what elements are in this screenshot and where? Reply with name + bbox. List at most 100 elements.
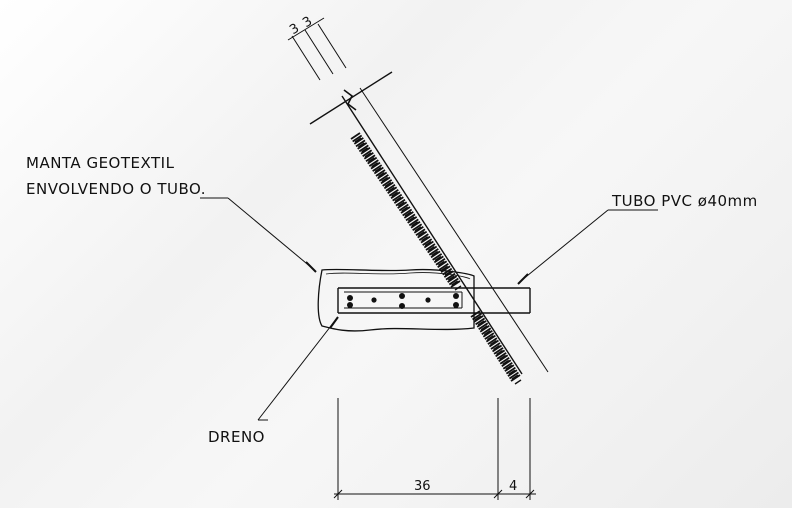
hole [399,303,405,309]
hatch-stroke [415,228,426,236]
hatch-stroke [482,329,493,338]
hatch-stroke [479,325,490,333]
hatch-stroke [398,203,409,212]
bottom-dim-main: 36 [414,479,431,494]
hatch-stroke [393,196,404,204]
soil-hatch-lower [470,310,522,385]
hatch-stroke [493,344,500,351]
hatch-stroke [410,221,421,229]
hatch-stroke [413,225,424,234]
hole [347,295,353,301]
dreno-leader [257,316,339,421]
hatch-stroke [424,241,432,247]
hatch-stroke [508,371,519,380]
hatch-stroke [388,188,399,197]
hatch-stroke [434,255,442,261]
hatch-stroke [378,174,389,182]
dreno-label: DRENO [208,428,265,446]
hatch-stroke [367,156,378,165]
hatch-stroke [485,334,496,343]
hatch-stroke [499,357,510,365]
hatch-stroke [381,176,389,183]
hatch-stroke [360,147,371,155]
hatch-stroke [414,226,422,232]
hatch-stroke [358,144,369,153]
tubo-leader [517,209,658,285]
hatch-stroke [357,142,365,148]
hatch-stroke [364,152,372,158]
hatch-stroke [397,201,408,209]
hatch-stroke [382,179,393,187]
hatch-stroke [428,248,439,256]
hatch-stroke [423,240,434,249]
hatch-stroke [483,330,491,336]
hatch-stroke [438,262,449,271]
hatch-stroke [507,369,518,377]
hatch-stroke [499,354,507,360]
hatch-stroke [370,161,381,170]
hole [399,293,405,299]
hatch-stroke [433,255,444,264]
hole [453,293,459,299]
hatch-stroke [368,159,379,167]
manta-label-line1: MANTA GEOTEXTIL [26,154,175,172]
hatch-stroke [418,233,429,241]
hatch-stroke [422,238,433,246]
hatch-stroke [421,236,429,242]
hatch-stroke [367,157,375,163]
hatch-stroke [394,196,402,202]
hatch-stroke [447,275,458,283]
hatch-stroke [402,208,413,217]
hatch-stroke [493,347,504,355]
hatch-stroke [373,166,384,175]
hatch-stroke [440,265,451,273]
hatch-stroke [505,364,513,370]
hatch-stroke [377,171,388,180]
hatch-stroke [490,342,501,350]
hatch-stroke [374,167,382,173]
top-dimension: 3 3 [287,14,347,81]
hatch-stroke [387,186,398,195]
break-mark [343,89,357,111]
tubo-label: TUBO PVC ø40mm [611,192,758,210]
hatch-stroke [395,198,406,207]
hatch-stroke [474,315,482,321]
hatch-stroke [407,216,415,222]
hatch-stroke [437,260,445,266]
hatch-stroke [427,245,435,252]
hatch-stroke [362,149,373,158]
hatch-stroke [470,310,481,318]
top-dim-a: 3 [287,21,302,38]
hatch-stroke [352,134,363,143]
hatch-stroke [383,181,394,190]
hatch-stroke [353,137,364,145]
bottom-dimension: 36 4 [333,398,536,500]
hatch-stroke [361,147,369,153]
hatch-stroke [508,369,516,375]
hatch-stroke [387,186,395,192]
hatch-stroke [481,327,492,335]
hatch-stroke [427,245,438,254]
slope-inner-line [341,95,523,375]
hatch-stroke [489,340,497,346]
hatch-stroke [480,325,488,331]
manta-label-line2: ENVOLVENDO O TUBO. [26,180,206,198]
hatch-stroke [473,315,484,323]
hatch-stroke [496,352,507,360]
hatch-stroke [377,171,385,178]
hatch-stroke [430,250,441,259]
hatch-stroke [435,258,446,266]
hatch-stroke [363,151,374,160]
hatch-stroke [357,142,368,150]
hatch-stroke [403,211,414,219]
hatch-stroke [431,250,439,257]
hatch-stroke [354,137,362,143]
hatch-stroke [488,339,499,348]
hatch-stroke [448,277,459,286]
hatch-stroke [447,275,455,281]
hatch-stroke [405,213,416,222]
hatch-stroke [355,139,366,148]
hatch-stroke [498,354,509,363]
drain-holes [347,293,459,309]
